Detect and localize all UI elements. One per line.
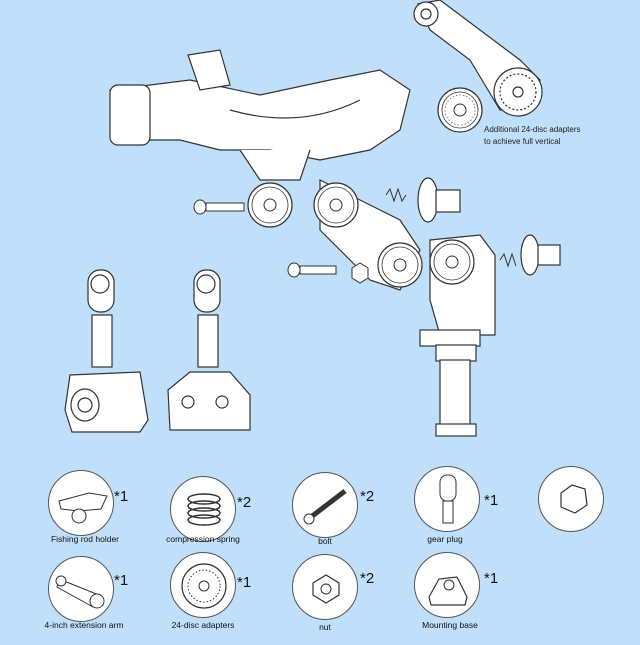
part-nut <box>292 554 358 620</box>
label-fishing-rod-holder: Fishing rod holder <box>50 534 120 544</box>
part-nut-cap <box>538 466 604 532</box>
compression-spring-icon <box>187 493 221 526</box>
part-bolt <box>292 472 358 538</box>
additional-disc-note: Additional 24-disc adapters to achieve f… <box>484 124 581 148</box>
part-fishing-rod-holder <box>48 470 114 536</box>
middle-gear-plug <box>417 177 461 223</box>
part-disc-adapters <box>170 552 236 618</box>
part-compression-spring <box>170 476 236 542</box>
qty-extension-arm: *1 <box>114 572 129 589</box>
right-spring <box>499 252 517 268</box>
middle-bolt <box>287 262 337 278</box>
extension-arm-icon <box>55 575 105 609</box>
middle-nut <box>351 262 369 284</box>
part-gear-plug <box>414 466 480 532</box>
extra-disc-adapter <box>437 87 483 133</box>
fishing-rod-holder-icon <box>58 492 108 524</box>
disc-adapter-icon <box>181 563 227 609</box>
nut-cap-icon <box>560 484 588 514</box>
right-gear-plug <box>435 344 477 437</box>
left-gear-plug <box>87 269 115 368</box>
nut-icon <box>312 574 340 604</box>
qty-nut: *2 <box>360 570 375 587</box>
right-gear <box>429 239 475 285</box>
bolt-icon <box>303 489 347 525</box>
qty-gear-plug: *1 <box>484 492 499 509</box>
qty-compression-spring: *2 <box>237 494 252 511</box>
qty-fishing-rod-holder: *1 <box>114 488 129 505</box>
gear-plug-icon <box>439 474 457 524</box>
middle-spring <box>385 187 407 203</box>
top-extension-arm <box>413 0 543 117</box>
label-bolt: bolt <box>318 536 332 546</box>
rod-holder-body <box>109 49 411 181</box>
note-line-1: Additional 24-disc adapters <box>484 125 581 134</box>
arm-gear-top <box>313 182 359 228</box>
label-disc-adapters: 24-disc adapters <box>171 620 235 630</box>
center-gear-plug <box>193 269 221 368</box>
left-mounting-base <box>64 371 149 433</box>
note-line-2: to achieve full vertical <box>484 137 561 146</box>
holder-gear <box>247 182 293 228</box>
part-extension-arm <box>48 556 114 622</box>
holder-bolt <box>193 199 245 215</box>
qty-bolt: *2 <box>360 488 375 505</box>
label-compression-spring: compression spring <box>166 534 240 544</box>
part-mounting-base <box>414 552 480 618</box>
arm-gear-bottom <box>377 242 423 288</box>
qty-disc-adapters: *1 <box>237 574 252 591</box>
mounting-base-icon <box>428 576 468 606</box>
label-extension-arm: 4-inch extension arm <box>44 620 124 630</box>
center-mounting-base <box>167 371 251 431</box>
label-gear-plug: gear plug <box>427 534 463 544</box>
qty-mounting-base: *1 <box>484 570 499 587</box>
label-nut: nut <box>319 622 331 632</box>
label-mounting-base: Mounting base <box>422 620 478 630</box>
right-nut-cap <box>520 234 561 276</box>
